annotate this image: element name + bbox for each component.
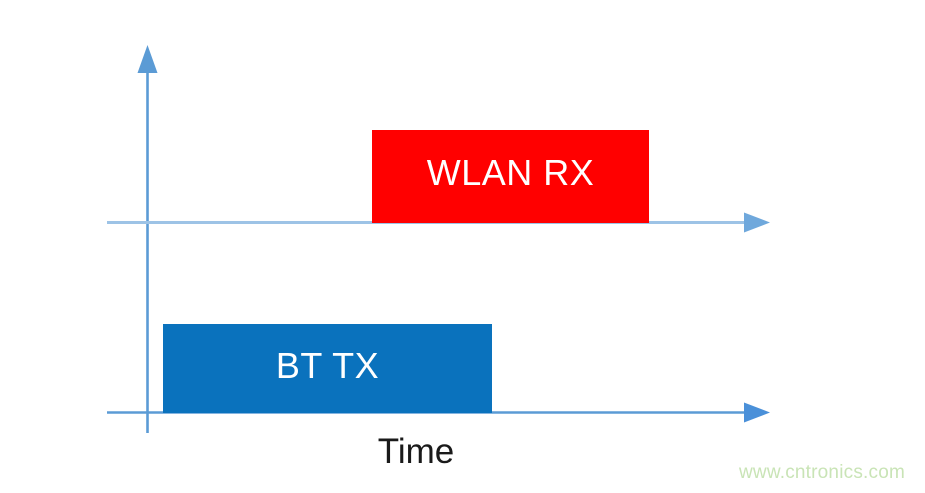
wlan-rx-label: WLAN RX [426, 151, 595, 193]
lower-axis-arrowhead-icon [744, 402, 770, 423]
bt-tx-block: BT TX [163, 324, 492, 413]
wlan-rx-block: WLAN RX [372, 130, 649, 223]
upper-axis-arrowhead-icon [744, 212, 770, 233]
site-watermark: www.cntronics.com [739, 462, 905, 483]
vertical-axis-arrowhead-icon [137, 45, 158, 73]
time-axis-title: Time [377, 432, 455, 471]
bt-tx-label: BT TX [275, 344, 380, 386]
vertical-axis [137, 45, 158, 433]
